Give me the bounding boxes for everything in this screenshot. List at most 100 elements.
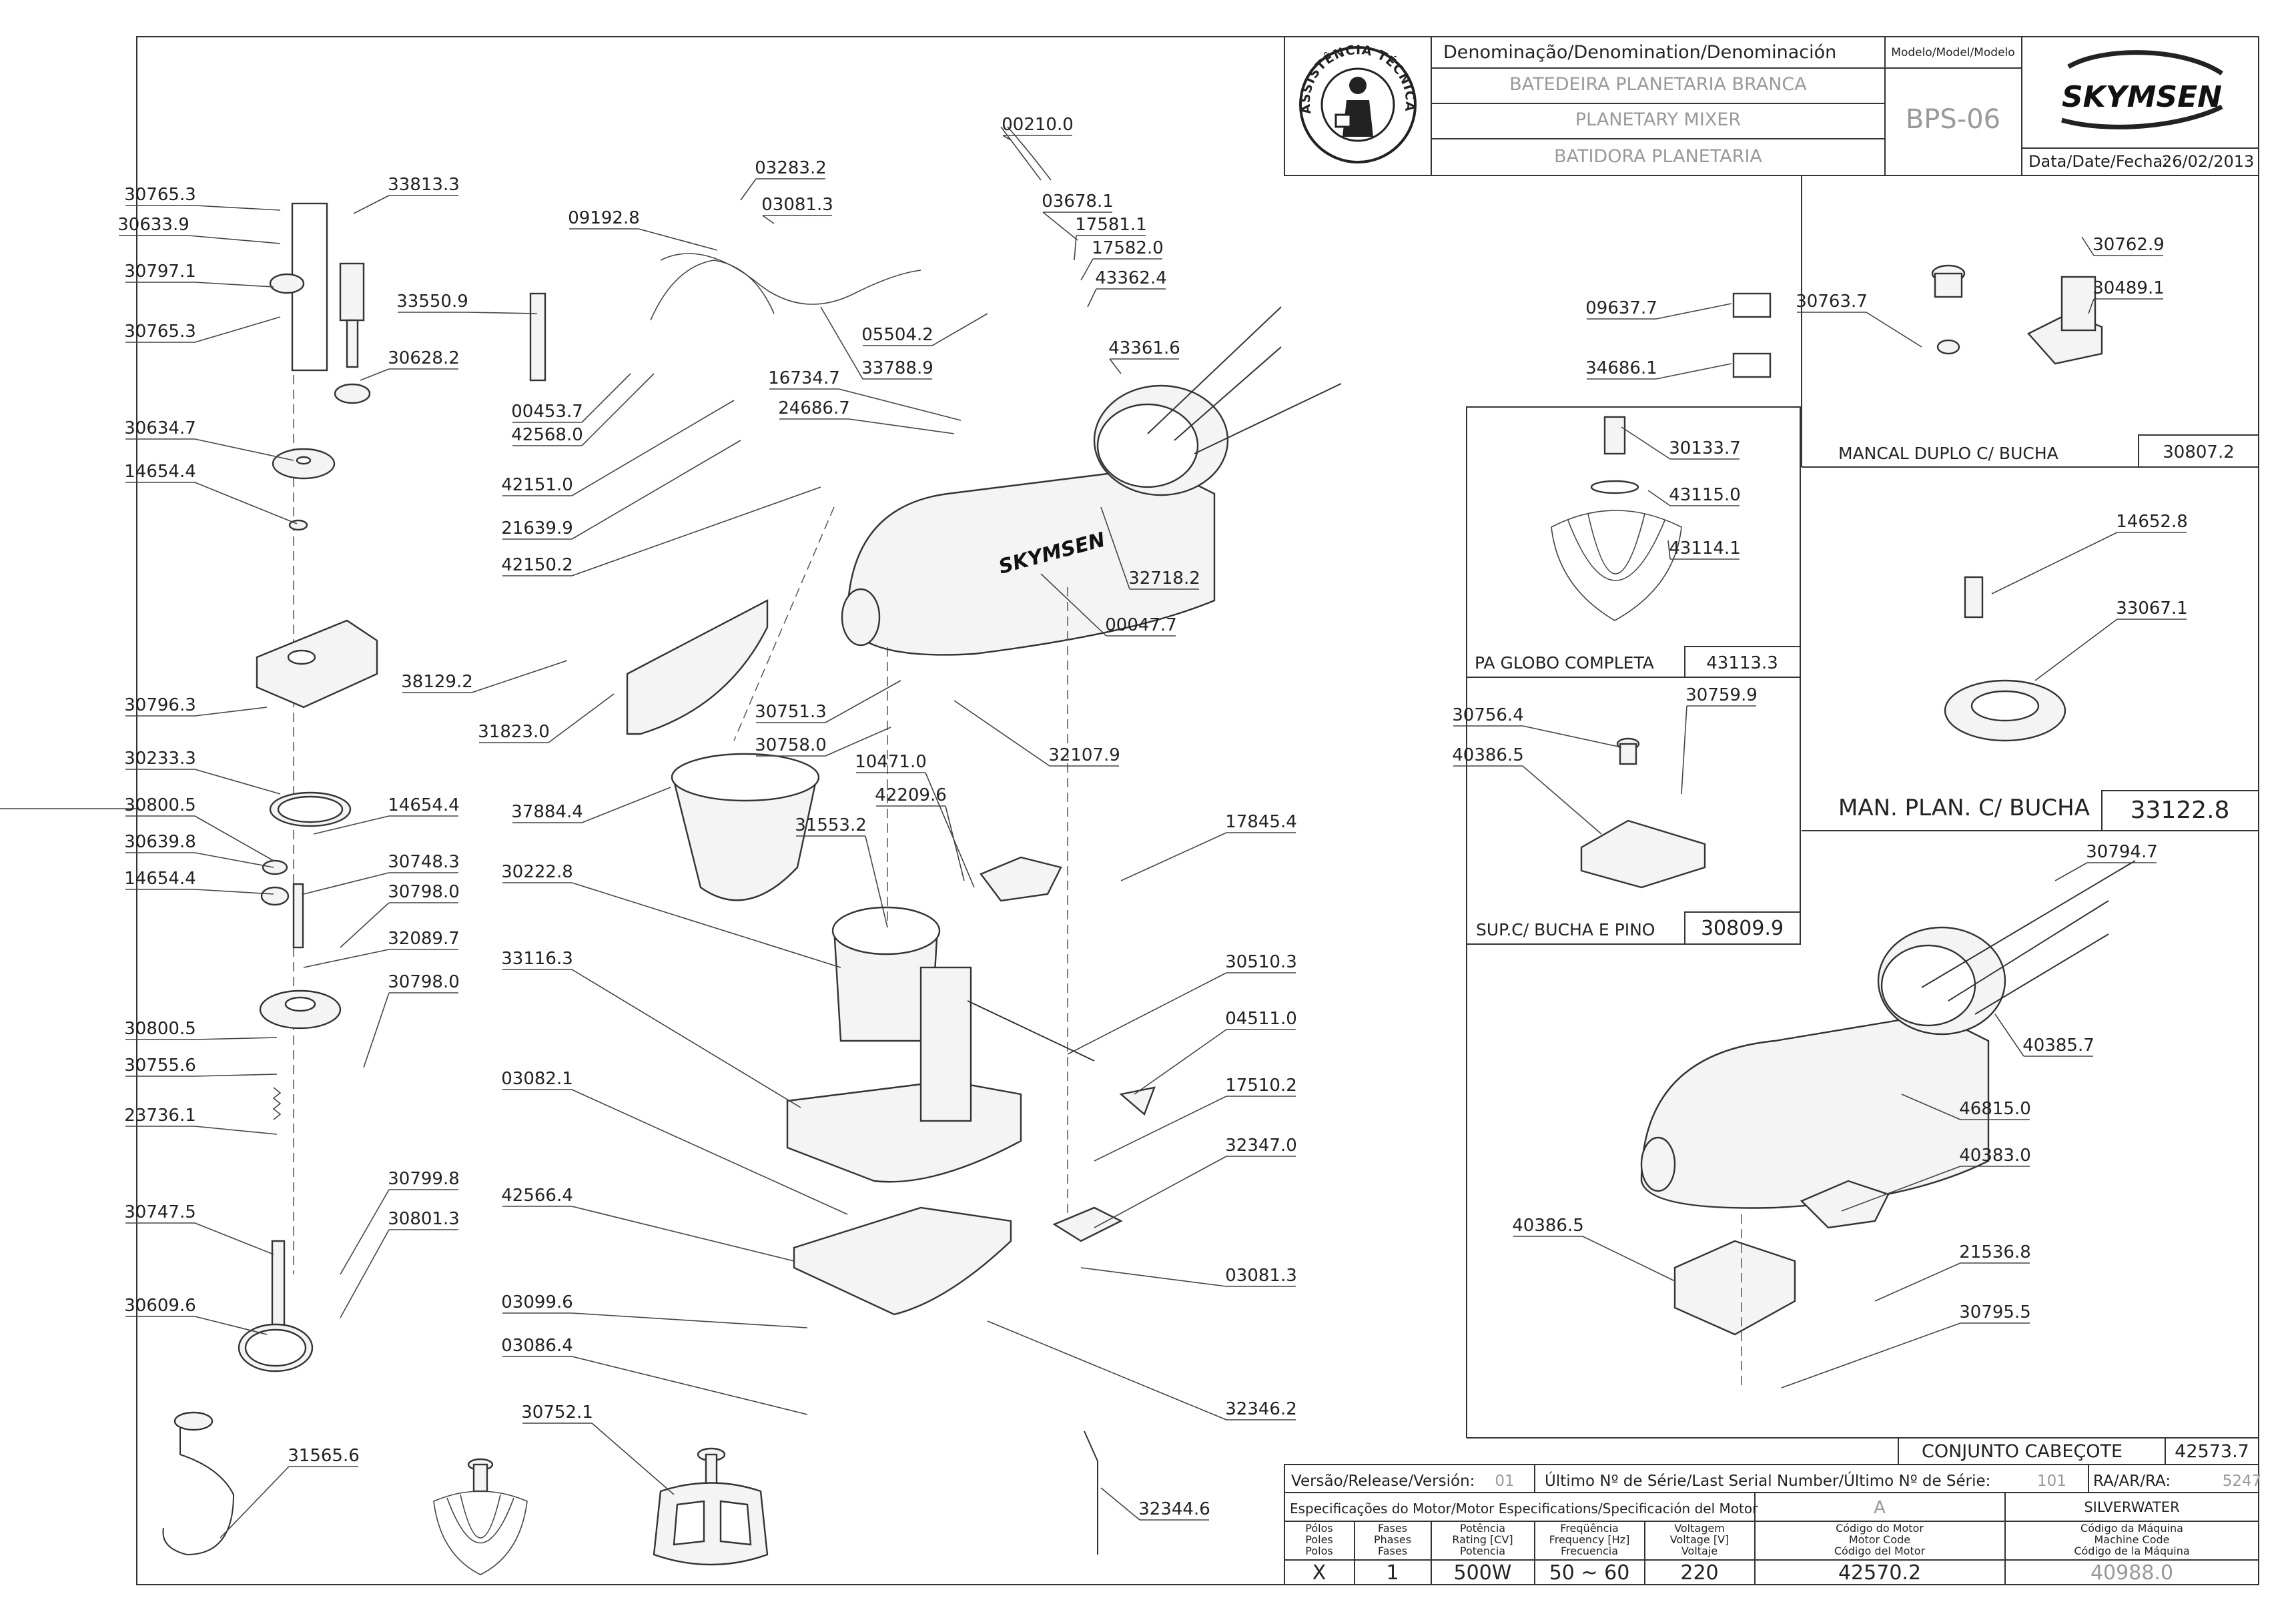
part-callout: 30762.9 — [2081, 235, 2165, 256]
part-callout: 32718.2 — [1100, 506, 1200, 590]
leader-line — [313, 815, 390, 835]
part-callout: 46815.0 — [1901, 1094, 2031, 1120]
sub-assembly-code: 43113.3 — [1706, 653, 1778, 673]
part-number-label: 42151.0 — [501, 475, 573, 495]
sub-assembly-name: SUP.C/ BUCHA E PINO — [1476, 920, 1655, 939]
leader-line — [360, 368, 390, 381]
leader-line — [1134, 1029, 1227, 1095]
part-callout: 30756.4 — [1452, 705, 1622, 748]
part-number-label: 30634.7 — [124, 418, 196, 438]
part-number-label: 30796.3 — [124, 695, 196, 715]
leader-line — [2034, 619, 2118, 681]
leader-line — [1094, 1156, 1227, 1228]
part-number-label: 30799.8 — [388, 1169, 460, 1189]
leader-line — [571, 969, 801, 1108]
part-number-label: 32089.7 — [388, 929, 460, 949]
svg-text:Código da Máquina: Código da Máquina — [2080, 1522, 2183, 1535]
date-label: Data/Date/Fecha: — [2028, 152, 2168, 171]
model-number: BPS-06 — [1906, 104, 2000, 135]
leader-line — [194, 852, 274, 868]
part-callout: 30510.3 — [1067, 952, 1297, 1055]
part-callout: 21639.9 — [501, 440, 741, 540]
leader-line — [931, 313, 988, 346]
part-number-label: 30763.7 — [1796, 292, 1868, 312]
part-callout: 30800.5 — [124, 1019, 278, 1040]
part-number-label: 30639.8 — [124, 832, 196, 852]
part-number-label: 24686.7 — [778, 398, 850, 418]
part-callout: 30801.3 — [340, 1209, 460, 1318]
part-number-label: 43361.6 — [1108, 338, 1180, 358]
part-callout: 43362.4 — [1087, 268, 1167, 308]
leader-line — [1667, 540, 1671, 560]
part-number-label: 05504.2 — [861, 325, 933, 345]
leader-line — [1100, 506, 1130, 590]
part-number-label: 17845.4 — [1225, 812, 1297, 832]
leader-line — [1074, 235, 1077, 261]
version-label: Versão/Release/Versión: — [1291, 1473, 1475, 1490]
part-number-label: 31565.6 — [288, 1446, 360, 1466]
part-number-label: 30747.5 — [124, 1202, 196, 1222]
part-callout: 34686.1 — [1585, 358, 1732, 380]
leader-line — [953, 700, 1050, 767]
part-callout: 40386.5 — [1512, 1216, 1675, 1282]
part-number-label: 43362.4 — [1095, 268, 1167, 288]
sub-assembly-code: 33122.8 — [2131, 797, 2230, 824]
leader-line — [762, 215, 775, 224]
part-callout: 40386.5 — [1452, 745, 1602, 835]
part-callout: 42566.4 — [501, 1186, 795, 1262]
part-number-label: 30800.5 — [124, 1019, 196, 1039]
motor-spec-label: Especificações do Motor/Motor Especifica… — [1290, 1501, 1758, 1517]
part-number-label: 31553.2 — [795, 815, 867, 835]
svg-text:Poles: Poles — [1305, 1533, 1333, 1546]
leader-line — [581, 373, 655, 446]
leader-line — [1522, 725, 1622, 748]
part-number-label: 37884.4 — [511, 802, 583, 822]
part-callout: 30233.3 — [124, 749, 281, 795]
sub-assembly-name: MAN. PLAN. C/ BUCHA — [1838, 795, 2090, 821]
svg-text:Pólos: Pólos — [1305, 1522, 1332, 1535]
ra-value: 5247 — [2223, 1473, 2262, 1490]
leader-line — [1991, 532, 2118, 594]
part-number-label: 32107.9 — [1048, 745, 1120, 765]
leader-line — [194, 1074, 278, 1077]
leader-line — [220, 1466, 290, 1539]
leader-line — [571, 1089, 848, 1215]
part-callout: 31553.2 — [795, 815, 888, 928]
part-callout: 30759.9 — [1681, 685, 1758, 795]
leader-line — [1040, 573, 1107, 637]
part-callout: 16734.7 — [768, 368, 962, 421]
leader-line — [194, 1126, 278, 1135]
svg-text:Frecuencia: Frecuencia — [1561, 1545, 1618, 1557]
leader-line — [1002, 135, 1012, 141]
part-callout: 30795.5 — [1781, 1302, 2031, 1388]
svg-text:Fases: Fases — [1378, 1545, 1407, 1557]
part-callout: 32089.7 — [303, 929, 460, 968]
part-number-label: 21536.8 — [1959, 1242, 2031, 1262]
part-number-label: 33788.9 — [861, 358, 933, 378]
leader-line — [2054, 862, 2088, 881]
part-number-label: 32347.0 — [1225, 1136, 1297, 1156]
part-number-label: 03283.2 — [755, 158, 827, 178]
part-number-label: 33067.1 — [2116, 598, 2188, 619]
leader-line — [340, 1229, 390, 1318]
part-number-label: 10471.0 — [855, 752, 927, 772]
part-callout: 30489.1 — [2088, 278, 2165, 314]
leader-line — [1841, 1166, 1961, 1212]
part-callout: 30758.0 — [755, 727, 891, 757]
svg-text:Voltage [V]: Voltage [V] — [1670, 1533, 1730, 1546]
sub-assembly-labels: MANCAL DUPLO C/ BUCHA 30807.2 PA GLOBO C… — [1475, 442, 2249, 1462]
part-number-label: 14654.4 — [124, 462, 196, 482]
leader-line — [194, 1316, 268, 1335]
part-callout: 03678.1 — [1042, 191, 1114, 241]
svg-text:Frequency [Hz]: Frequency [Hz] — [1549, 1533, 1630, 1546]
leader-line — [340, 1189, 390, 1275]
part-number-label: 30762.9 — [2092, 235, 2165, 255]
leader-line — [571, 400, 735, 496]
part-callout: 30222.8 — [501, 862, 841, 968]
leader-line — [187, 235, 281, 244]
part-callout: 42568.0 — [511, 373, 655, 446]
part-callout: 30751.3 — [755, 680, 901, 723]
part-callout: 03086.4 — [501, 1336, 808, 1415]
part-number-label: 30133.7 — [1669, 438, 1741, 458]
